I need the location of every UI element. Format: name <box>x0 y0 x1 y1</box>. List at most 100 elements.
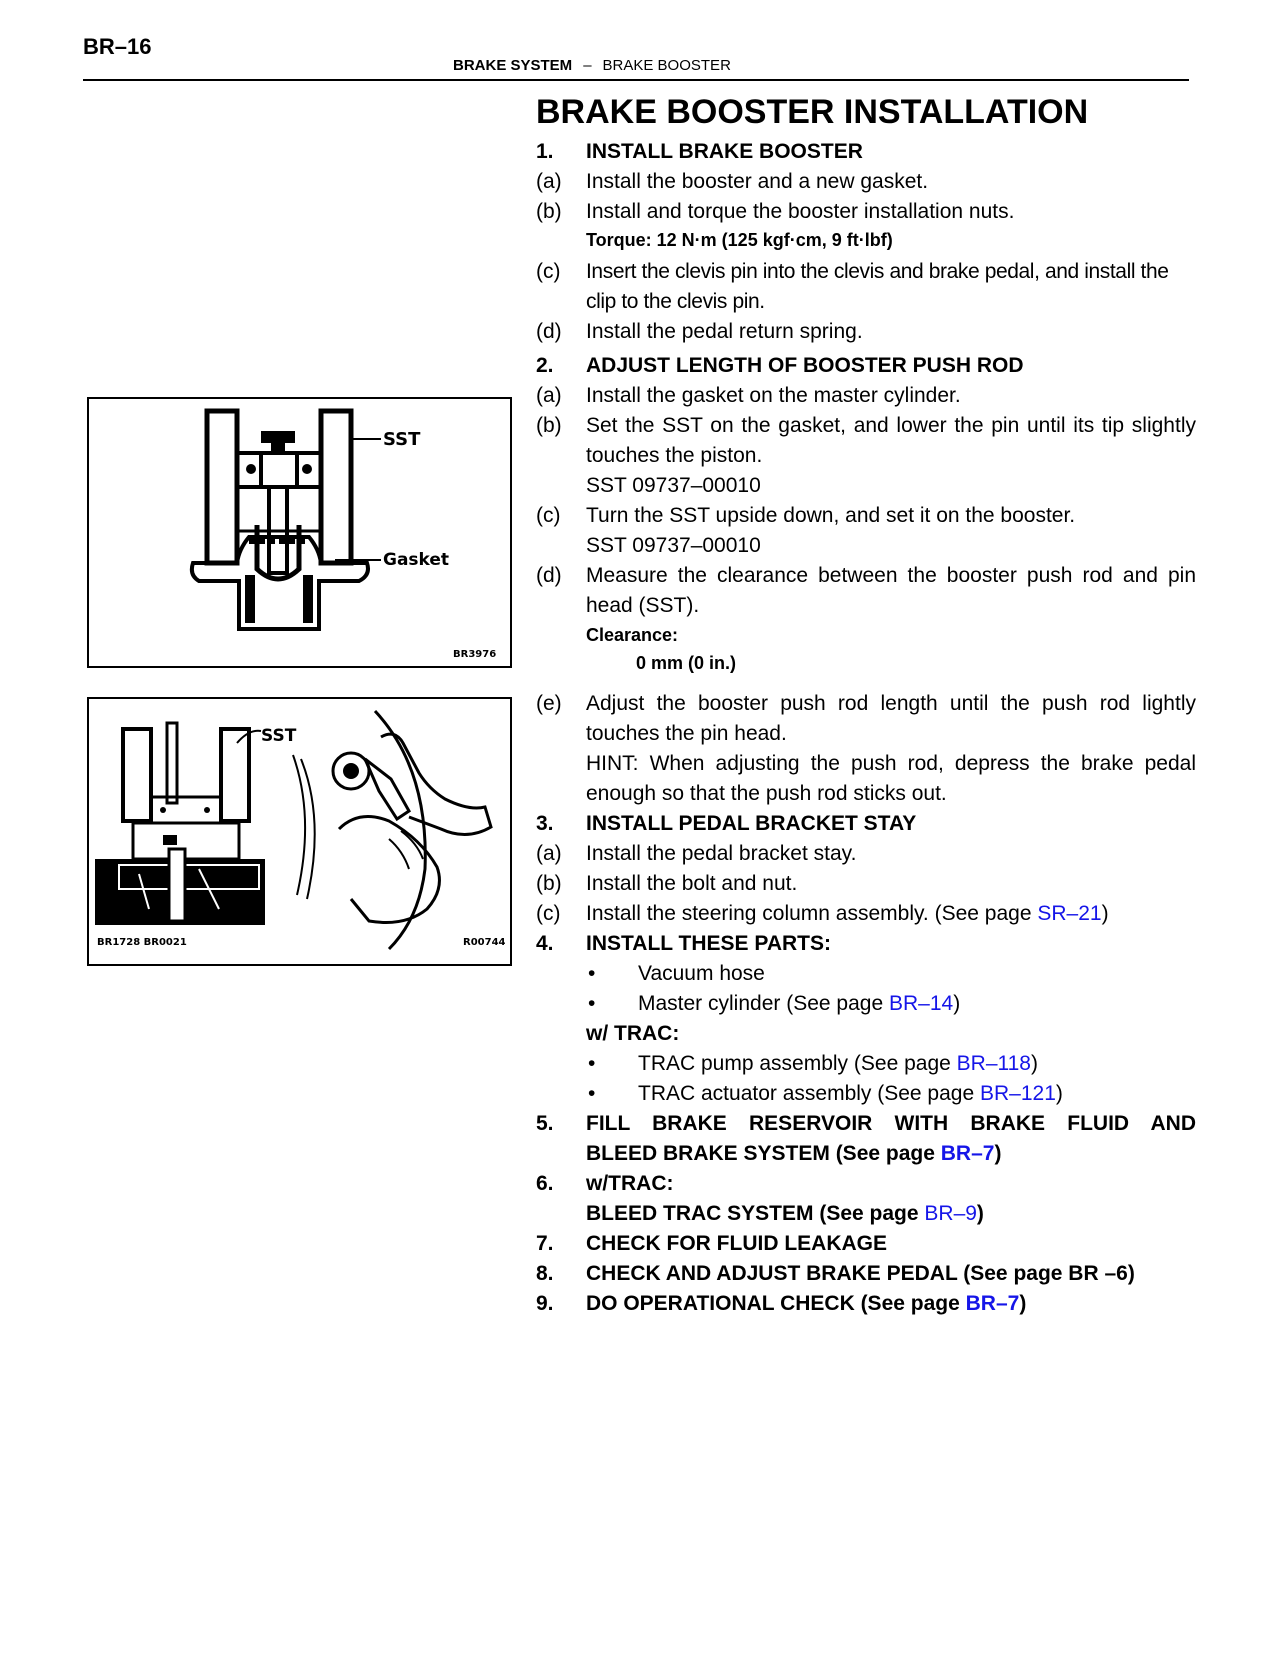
trac-label: w/ TRAC: <box>586 1022 680 1045</box>
page-link-br121[interactable]: BR–121 <box>980 1082 1056 1105</box>
figure-sst-on-gasket: SST Gasket BR3976 <box>87 397 512 668</box>
paren: ) <box>1019 1292 1027 1315</box>
procedure-text: 1. INSTALL BRAKE BOOSTER (a) Install the… <box>536 137 1196 1319</box>
step-text: DO OPERATIONAL CHECK (See page <box>586 1292 966 1315</box>
step-2-heading: 2. ADJUST LENGTH OF BOOSTER PUSH ROD <box>536 351 1196 381</box>
parts-list-item: • Master cylinder (See page BR–14) <box>536 989 1196 1019</box>
substep-label: (a) <box>536 170 562 193</box>
substep-text: Install the bolt and nut. <box>586 872 798 895</box>
substep-text: Install the booster and a new gasket. <box>586 170 929 193</box>
parts-list-item: • Vacuum hose <box>536 959 1196 989</box>
substep-text: Install the pedal bracket stay. <box>586 842 857 865</box>
part-name: Vacuum hose <box>638 962 765 985</box>
part-text: TRAC pump assembly (See page <box>638 1052 957 1075</box>
figure-code-left: BR1728 BR0021 <box>97 937 187 948</box>
substep-label: (b) <box>536 200 562 223</box>
substep: (c) Insert the clevis pin into the clevi… <box>536 257 1196 317</box>
substep: (a) Install the pedal bracket stay. <box>536 839 1196 869</box>
substep: (c) Turn the SST upside down, and set it… <box>536 501 1196 531</box>
step-number: 8. <box>536 1262 554 1285</box>
substep: (b) Install the bolt and nut. <box>536 869 1196 899</box>
sst-booster-illustration: SST BR1728 BR0021 R00744 <box>95 709 506 951</box>
step-title: ADJUST LENGTH OF BOOSTER PUSH ROD <box>586 354 1024 377</box>
page-title: BRAKE BOOSTER INSTALLATION <box>536 93 1089 131</box>
bullet: • <box>588 1082 596 1105</box>
header-separator: – <box>583 57 592 74</box>
page-link-br7[interactable]: BR–7 <box>965 1292 1020 1315</box>
paren: ) <box>953 992 961 1015</box>
clearance-value: 0 mm (0 in.) <box>636 653 737 673</box>
part-name: TRAC pump assembly (See page BR–118) <box>638 1049 1196 1079</box>
part-name: Master cylinder (See page BR–14) <box>638 989 1196 1019</box>
parts-list-item: • TRAC actuator assembly (See page BR–12… <box>536 1079 1196 1109</box>
substep-label: (d) <box>536 320 562 343</box>
substep: (e) Adjust the booster push rod length u… <box>536 689 1196 749</box>
step-title: w/TRAC: <box>586 1172 674 1195</box>
page-link-sr21[interactable]: SR–21 <box>1037 902 1102 925</box>
hint: HINT: When adjusting the push rod, depre… <box>586 752 1196 805</box>
substep: (d) Measure the clearance between the bo… <box>536 561 1196 621</box>
substep: (b) Set the SST on the gasket, and lower… <box>536 411 1196 471</box>
torque-spec: Torque: 12 N·m (125 kgf·cm, 9 ft·lbf) <box>586 230 893 250</box>
step-number: 5. <box>536 1112 554 1135</box>
step-title: CHECK AND ADJUST BRAKE PEDAL (See page B… <box>586 1262 1135 1285</box>
clearance-label: Clearance: <box>586 625 679 645</box>
step-4-heading: 4. INSTALL THESE PARTS: <box>536 929 1196 959</box>
page-link-br9[interactable]: BR–9 <box>924 1202 977 1225</box>
page-link-br14[interactable]: BR–14 <box>888 992 954 1015</box>
step-5-continuation: BLEED BRAKE SYSTEM (See page BR–7) <box>536 1139 1196 1169</box>
step-text: BLEED BRAKE SYSTEM (See page <box>586 1142 941 1165</box>
sst-number: SST 09737–00010 <box>586 474 761 497</box>
figure-code: BR3976 <box>453 649 496 660</box>
step-3-heading: 3. INSTALL PEDAL BRACKET STAY <box>536 809 1196 839</box>
substep-label: (a) <box>536 384 562 407</box>
bullet: • <box>588 1052 596 1075</box>
header-subsection: BRAKE BOOSTER <box>602 57 731 74</box>
bullet: • <box>588 992 596 1015</box>
paren: ) <box>994 1142 1002 1165</box>
substep-text: Measure the clearance between the booste… <box>586 564 1196 617</box>
parts-list-item: • TRAC pump assembly (See page BR–118) <box>536 1049 1196 1079</box>
substep-label: (c) <box>536 902 561 925</box>
substep: (a) Install the gasket on the master cyl… <box>536 381 1196 411</box>
figure-code-right: R00744 <box>463 937 506 948</box>
part-text: Master cylinder (See page <box>638 992 889 1015</box>
substep-label: (c) <box>536 260 561 283</box>
page-number: BR–16 <box>83 34 152 59</box>
step-number: 9. <box>536 1292 554 1315</box>
step-6-heading: 6. w/TRAC: <box>536 1169 1196 1199</box>
sst-number: SST 09737–00010 <box>586 534 761 557</box>
substep-text: Install the pedal return spring. <box>586 320 863 343</box>
substep: (b) Install and torque the booster insta… <box>536 197 1196 227</box>
substep-label: (b) <box>536 872 562 895</box>
substep-text: Adjust the booster push rod length until… <box>586 692 1196 745</box>
figure-label-gasket: Gasket <box>383 550 449 570</box>
substep: (c) Install the steering column assembly… <box>536 899 1196 929</box>
step-5-heading: 5. FILL BRAKE RESERVOIR WITH BRAKE FLUID… <box>536 1109 1196 1139</box>
substep-label: (b) <box>536 414 562 437</box>
header-section: BRAKE SYSTEM <box>453 57 573 74</box>
step-8-heading: 8. CHECK AND ADJUST BRAKE PEDAL (See pag… <box>536 1259 1196 1289</box>
substep-label: (e) <box>536 692 562 715</box>
header-rule <box>83 79 1189 81</box>
substep: (a) Install the booster and a new gasket… <box>536 167 1196 197</box>
bullet: • <box>588 962 596 985</box>
paren: ) <box>1101 902 1109 925</box>
figure-sst-on-booster: SST BR1728 BR0021 R00744 <box>87 697 512 966</box>
page-link-br7[interactable]: BR–7 <box>940 1142 995 1165</box>
substep-text-body: Install the steering column assembly. (S… <box>586 902 1038 925</box>
paren: ) <box>1055 1082 1063 1105</box>
substep-text: Install the steering column assembly. (S… <box>586 899 1196 929</box>
figure-label-sst: SST <box>261 726 297 746</box>
sst-gasket-illustration: SST Gasket BR3976 <box>189 408 496 660</box>
step-1-heading: 1. INSTALL BRAKE BOOSTER <box>536 137 1196 167</box>
page-link-br118[interactable]: BR–118 <box>956 1052 1031 1075</box>
substep-label: (a) <box>536 842 562 865</box>
step-title: FILL BRAKE RESERVOIR WITH BRAKE FLUID AN… <box>586 1112 1196 1135</box>
substep-label: (c) <box>536 504 561 527</box>
step-number: 1. <box>536 140 554 163</box>
step-title: CHECK FOR FLUID LEAKAGE <box>586 1232 887 1255</box>
part-name: TRAC actuator assembly (See page BR–121) <box>638 1079 1196 1109</box>
step-title: INSTALL PEDAL BRACKET STAY <box>586 812 917 835</box>
step-9-heading: 9. DO OPERATIONAL CHECK (See page BR–7) <box>536 1289 1196 1319</box>
